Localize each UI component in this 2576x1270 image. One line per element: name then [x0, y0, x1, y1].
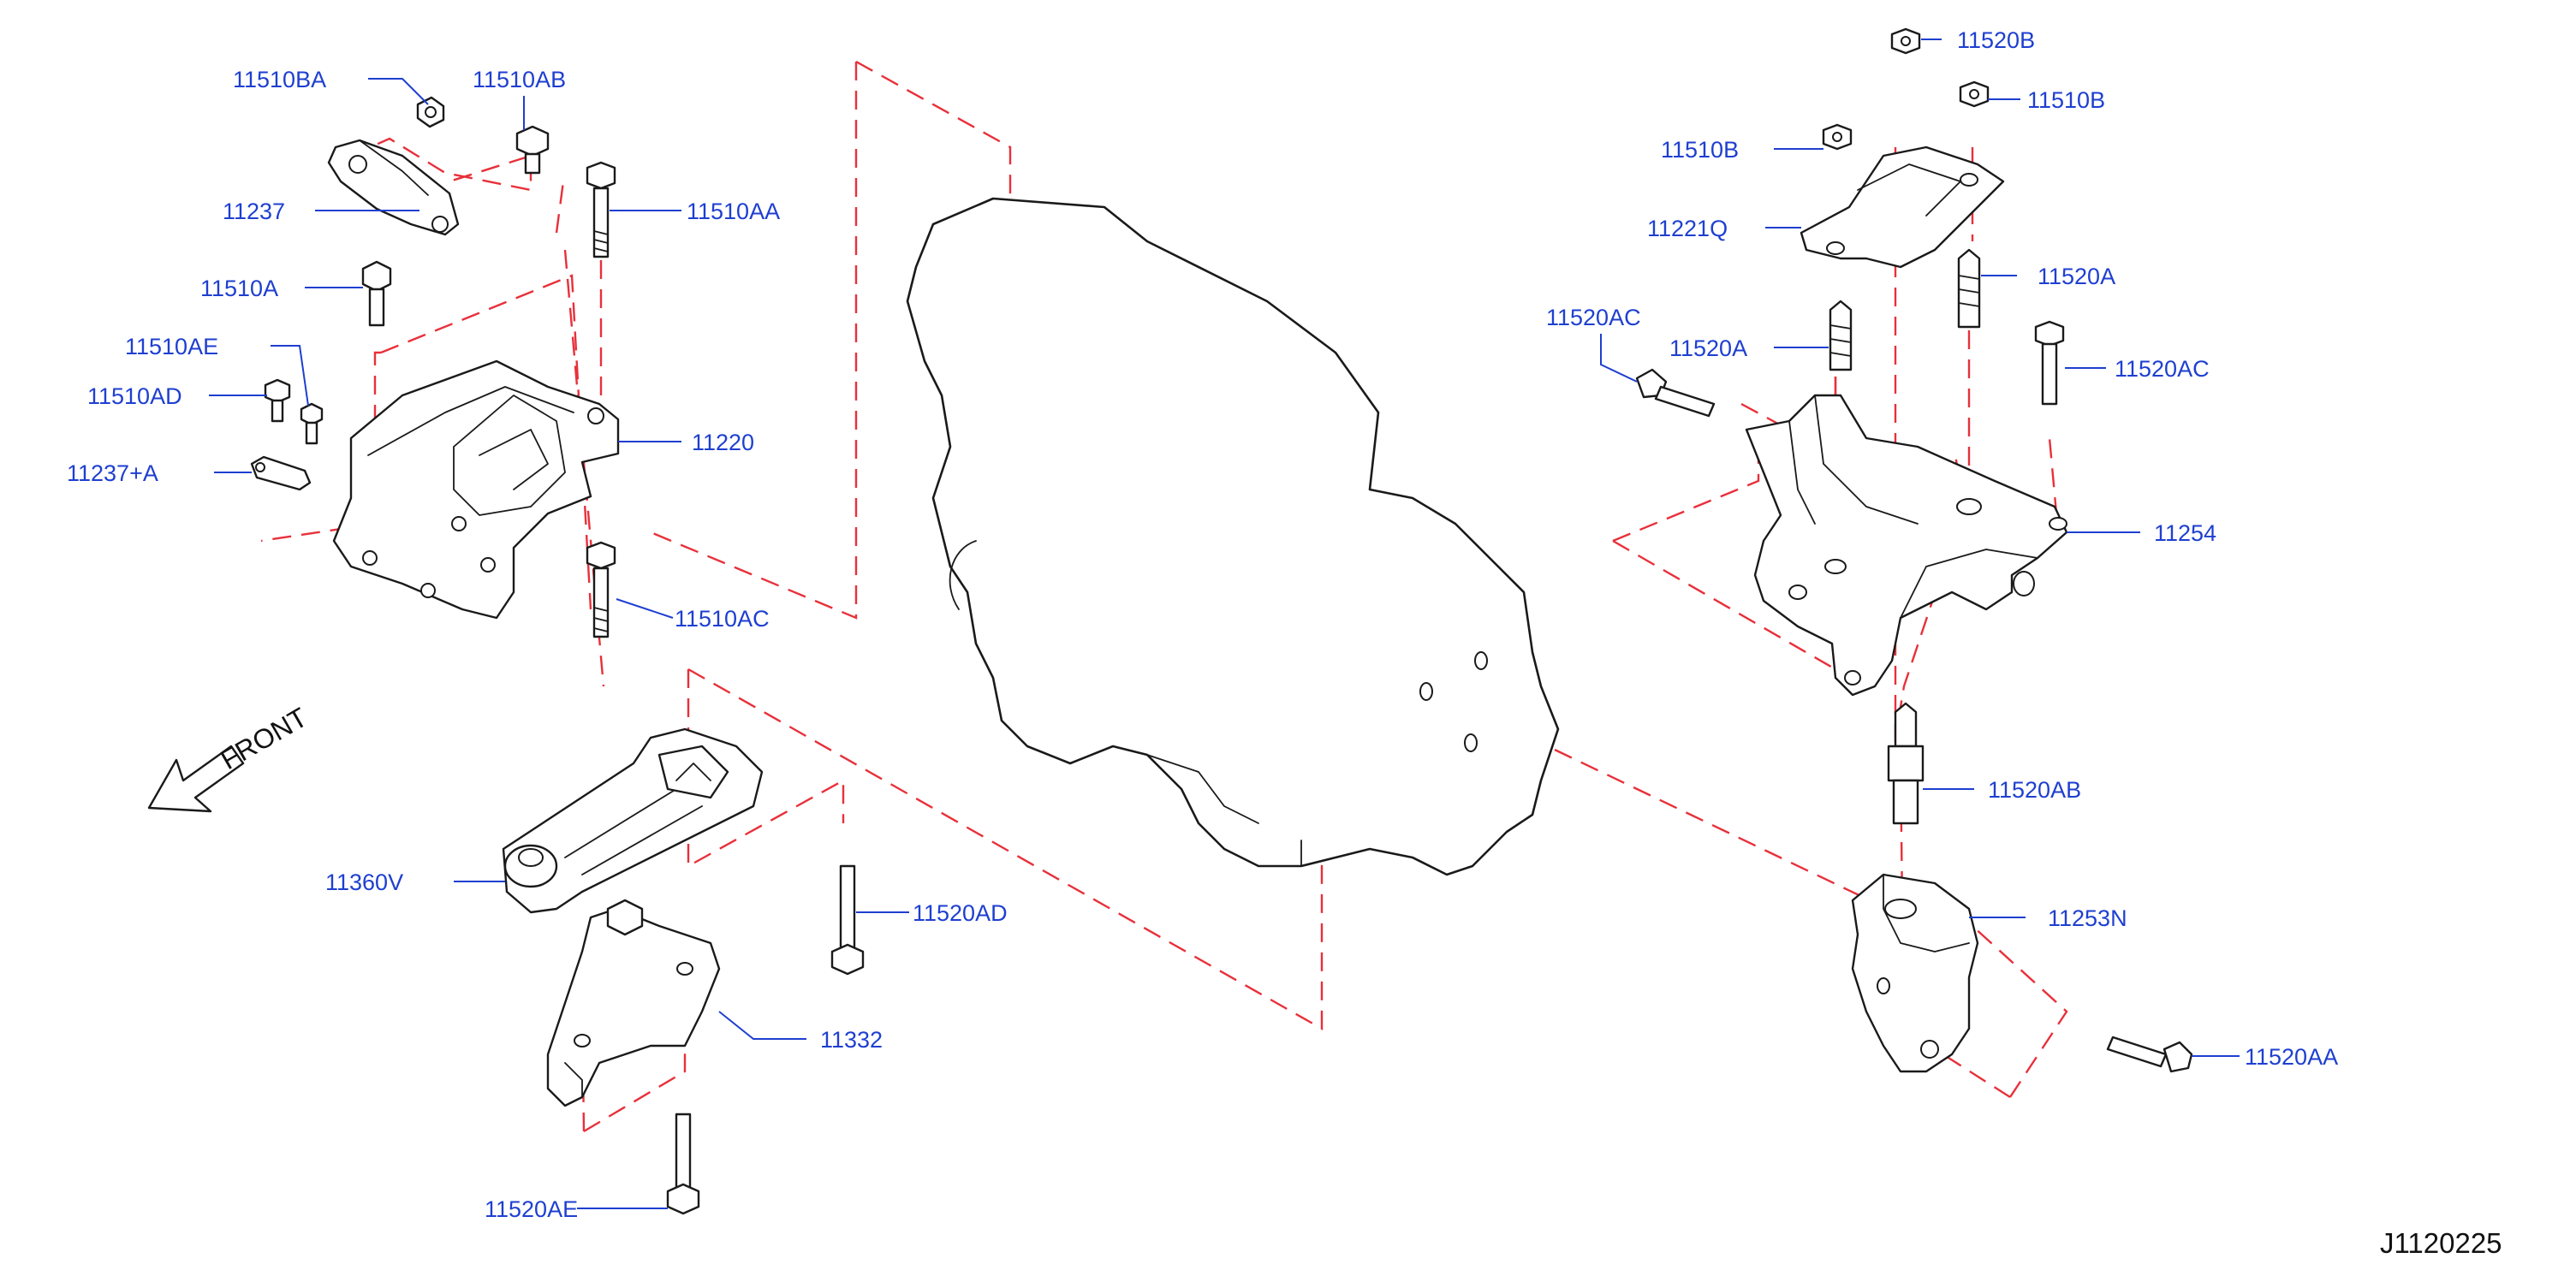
- bolt-11520AC-left: [1635, 368, 1716, 418]
- label-11510BA: 11510BA: [233, 67, 326, 92]
- label-11520AA: 11520AA: [2245, 1044, 2338, 1070]
- bolt-11510AB: [515, 125, 550, 175]
- plate-11237A: [250, 455, 312, 491]
- label-11221Q: 11221Q: [1647, 216, 1728, 241]
- nut-11510B-top: [1959, 80, 1990, 108]
- label-11510AE: 11510AE: [125, 334, 218, 359]
- bolt-11520AD: [830, 864, 865, 976]
- label-11360V: 11360V: [325, 869, 403, 895]
- bracket-11237: [327, 139, 460, 236]
- label-11510AC: 11510AC: [675, 606, 770, 632]
- label-11510A: 11510A: [200, 276, 278, 301]
- mount-11220: [332, 359, 620, 620]
- label-11520AD: 11520AD: [913, 900, 1008, 926]
- bolt-11520AE: [666, 1113, 700, 1215]
- label-11510B-top: 11510B: [2027, 87, 2105, 113]
- bolt-11520AB: [1887, 702, 1925, 825]
- label-11520A-left: 11520A: [1669, 335, 1747, 361]
- torque-rod-11360V: [502, 727, 764, 914]
- label-11520AC-left: 11520AC: [1546, 305, 1641, 330]
- bolt-11510AA: [586, 161, 616, 258]
- label-11520AC-right: 11520AC: [2115, 356, 2210, 382]
- label-11510AA: 11510AA: [687, 199, 780, 224]
- nut-11520B: [1890, 27, 1921, 55]
- label-11237A: 11237+A: [67, 460, 158, 486]
- bolt-11520AC-right: [2034, 320, 2065, 406]
- label-11520B: 11520B: [1957, 27, 2035, 53]
- label-11253N: 11253N: [2048, 905, 2127, 931]
- label-11520AB: 11520AB: [1988, 777, 2081, 803]
- label-11332: 11332: [820, 1027, 883, 1053]
- label-11510AB: 11510AB: [473, 67, 566, 92]
- stud-11520A-left: [1829, 300, 1853, 371]
- label-11510B-left: 11510B: [1661, 137, 1739, 163]
- label-11510AD: 11510AD: [87, 383, 182, 409]
- stud-11520A-right: [1957, 248, 1981, 329]
- bracket-11254: [1745, 394, 2068, 697]
- label-11220: 11220: [692, 430, 754, 455]
- label-11237: 11237: [223, 199, 285, 224]
- bolt-11510AC: [586, 541, 616, 638]
- label-11520A-right: 11520A: [2038, 264, 2115, 289]
- bolt-11520AA: [2106, 1036, 2193, 1073]
- nut-11510B-left: [1822, 123, 1853, 151]
- callout-labels: 11510BA 11510AB 11237 11510AA 11510A 115…: [67, 27, 2338, 1222]
- mount-11221Q: [1800, 145, 2005, 269]
- callout-leader-lines: [209, 39, 2240, 1209]
- engine-block: [906, 197, 1560, 876]
- nut-11510BA: [416, 96, 445, 128]
- bolt-11510AE: [300, 402, 324, 445]
- bolt-11510AD: [264, 378, 291, 423]
- diagram-id: J1120225: [2380, 1227, 2502, 1259]
- bolt-11510A: [361, 260, 392, 327]
- bracket-11332: [546, 899, 721, 1107]
- label-11520AE: 11520AE: [485, 1196, 578, 1222]
- label-11254: 11254: [2154, 520, 2216, 546]
- front-label: FRONT: [216, 702, 312, 775]
- bracket-11253N: [1851, 873, 1979, 1073]
- front-arrow-icon: [147, 745, 245, 813]
